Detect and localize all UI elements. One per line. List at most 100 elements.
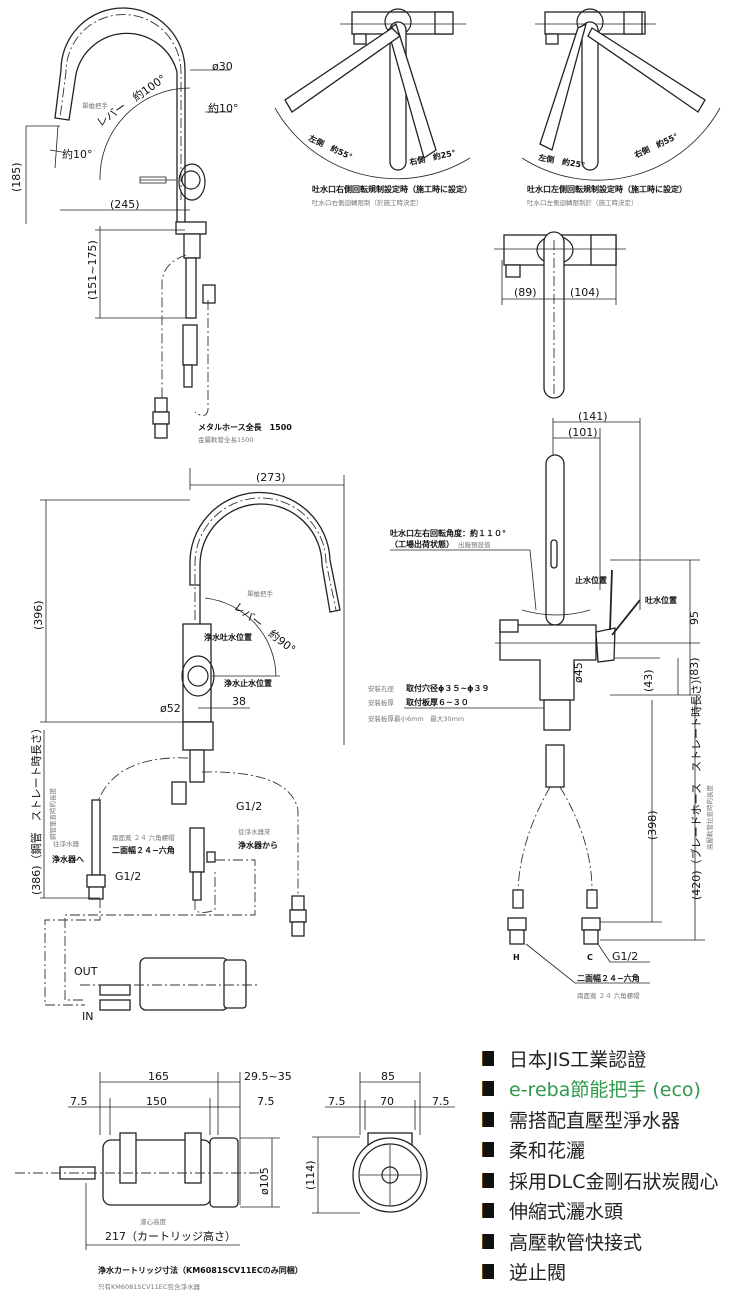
svg-text:出廠預設值: 出廠預設值 [458, 540, 491, 549]
diameter-label: ø30 [212, 60, 233, 73]
rotation-angle-label: 吐水口左右回転角度：約１１０° [390, 528, 506, 538]
width-85: 85 [381, 1070, 395, 1083]
diameter-label: ø52 [160, 702, 181, 715]
svg-text:只有KM6081SCV11EC包含淨水器: 只有KM6081SCV11EC包含淨水器 [98, 1282, 200, 1291]
outlet-fitting [88, 886, 104, 900]
bullet-square-icon [483, 1111, 494, 1127]
pure-water-open-label: 浄水吐水位置 [204, 632, 252, 642]
left-angle-label: 左側 約55° [306, 132, 354, 161]
faucet-side-view-small: 單槍把手 レバー 約100° ø30 約10° 約10° (185) (245)… [10, 7, 292, 444]
right-angle-label: 右側 約55° [632, 131, 680, 160]
hot-connector [509, 929, 525, 945]
reach-dimension: (273) [256, 471, 286, 484]
height-dimension: (396) [32, 600, 45, 630]
feature-item: 採用DLC金剛石狀炭閥心 [483, 1165, 718, 1196]
supply-fitting [291, 921, 305, 937]
feature-item: 需搭配直壓型淨水器 [483, 1104, 718, 1135]
svg-text:高壓軟管拉直時的長度: 高壓軟管拉直時的長度 [705, 785, 714, 851]
feature-item: 高壓軟管快接式 [483, 1226, 718, 1257]
feature-item: 逆止閥 [483, 1257, 718, 1288]
bullet-square-icon [483, 1233, 494, 1249]
hose-length-label: メタルホース全長 1500 [198, 422, 292, 432]
thread-size-right: G1/2 [236, 800, 262, 813]
hex-nut-label: 二面幅２４−六角 [112, 845, 175, 855]
hose-coupling [545, 744, 565, 788]
to-filter-label: 浄水器へ [52, 854, 84, 864]
rotation-left-caption: 吐水口左側回転規制設定時（施工時に設定） [527, 184, 687, 194]
width-165: 165 [148, 1070, 169, 1083]
from-filter-label: 浄水器から [238, 840, 278, 850]
out-label: OUT [74, 965, 98, 978]
bullet-square-icon [483, 1050, 494, 1066]
margin-right-end: 7.5 [432, 1095, 450, 1108]
angle-top-label: 約10° [208, 101, 239, 115]
diameter-105: ø105 [258, 1167, 271, 1195]
filter-cartridge [139, 957, 229, 1011]
check-valve [182, 324, 198, 366]
faucet-spout [54, 7, 186, 231]
height-398: (398) [646, 810, 659, 840]
rotation-right-diagram: 左側 約55° 右側 約25° 吐水口右側回転規制設定時（施工時に設定） 吐水口… [274, 8, 472, 207]
width-101-dimension: (101) [568, 426, 598, 439]
width-141-dimension: (141) [578, 410, 608, 423]
feature-item: 柔和花灑 [483, 1135, 718, 1166]
open-position-label: 吐水位置 [645, 595, 677, 605]
feature-item: 日本JIS工業認證 [483, 1043, 718, 1074]
feature-item: 伸縮式灑水頭 [483, 1196, 718, 1227]
margin-left: 7.5 [70, 1095, 88, 1108]
mount-range-dimension: (151~175) [86, 240, 99, 300]
hex-nut-label: 二面幅２４−六角 [577, 973, 640, 983]
bullet-square-icon [483, 1172, 494, 1188]
lever-positions [609, 569, 641, 636]
diverter-valve [189, 827, 205, 873]
steel-pipe-length: (386)（鋼管 ストレート時長さ） [29, 722, 43, 895]
in-label: IN [82, 1010, 93, 1023]
left-angle-label: 左側 約25° [537, 152, 586, 170]
svg-text:往淨水器: 往淨水器 [53, 839, 80, 848]
feature-list: 日本JIS工業認證 e-reba節能把手 (eco) 需搭配直壓型淨水器 柔和花… [483, 1043, 718, 1287]
angle-bottom-label: 約10° [62, 147, 93, 161]
width-29-5-35: 29.5~35 [244, 1070, 292, 1083]
cartridge-drawing: 165 29.5~35 7.5 150 7.5 ø105 濾心高度 217（カー… [15, 1070, 455, 1291]
plate-thickness-label: 取付板厚６~３０ [406, 697, 469, 707]
handle-label: 單槍把手 [82, 101, 109, 110]
faucet-front-view: (141) (101) 吐水口左右回転角度：約１１０° （工場出荷状態） 出廠預… [368, 410, 714, 1000]
large-spout [189, 491, 341, 722]
svg-text:鋼管筆直時的長度: 鋼管筆直時的長度 [48, 788, 57, 841]
hot-label: H [513, 953, 520, 962]
height-114: (114) [304, 1160, 317, 1190]
valve-fitting [202, 284, 216, 304]
hose-connector [154, 423, 168, 439]
height-217: 217（カートリッジ高さ） [105, 1229, 236, 1243]
lever-body [178, 163, 206, 201]
height-43: (43) [642, 669, 655, 692]
braided-hose-length: (420)（ブレードホース ストレート時長さ） [689, 673, 703, 900]
lever-angle-label: レバー 約100° [94, 71, 169, 129]
width-150: 150 [146, 1095, 167, 1108]
svg-text:從淨水器來: 從淨水器來 [238, 827, 271, 836]
width-70: 70 [380, 1095, 394, 1108]
diameter-45: ø45 [572, 662, 585, 683]
svg-text:金屬軟管全長1500: 金屬軟管全長1500 [198, 435, 254, 444]
bullet-square-icon [483, 1203, 494, 1219]
cold-connector [583, 929, 599, 945]
svg-text:安裝孔徑: 安裝孔徑 [368, 684, 395, 693]
margin-right: 7.5 [257, 1095, 275, 1108]
cartridge-caption: 浄水カートリッジ寸法（KM6081SCV11ECのみ同梱） [98, 1265, 303, 1275]
svg-text:兩面寬 ２４ 六角螺帽: 兩面寬 ２４ 六角螺帽 [577, 991, 640, 1000]
thread-size-left: G1/2 [115, 870, 141, 883]
stop-position-label: 止水位置 [575, 575, 607, 585]
rotation-left-diagram: 左側 約25° 右側 約55° 吐水口左側回転規制設定時（施工時に設定） 吐水口… [521, 8, 721, 207]
height-83: (83) [688, 657, 701, 680]
svg-text:安裝板厚: 安裝板厚 [368, 698, 395, 707]
bullet-square-icon [483, 1142, 494, 1158]
height-95: 95 [688, 611, 701, 625]
feature-item: e-reba節能把手 (eco) [483, 1074, 718, 1105]
lever-angle-label: レバー 約90° [231, 599, 298, 656]
cold-label: C [587, 953, 593, 962]
bullet-square-icon [483, 1264, 494, 1280]
svg-text:單槍把手: 單槍把手 [247, 589, 274, 598]
height-dimension: (185) [10, 162, 23, 192]
svg-text:吐水口左側迴轉限制於（施工時決定）: 吐水口左側迴轉限制於（施工時決定） [527, 198, 638, 207]
